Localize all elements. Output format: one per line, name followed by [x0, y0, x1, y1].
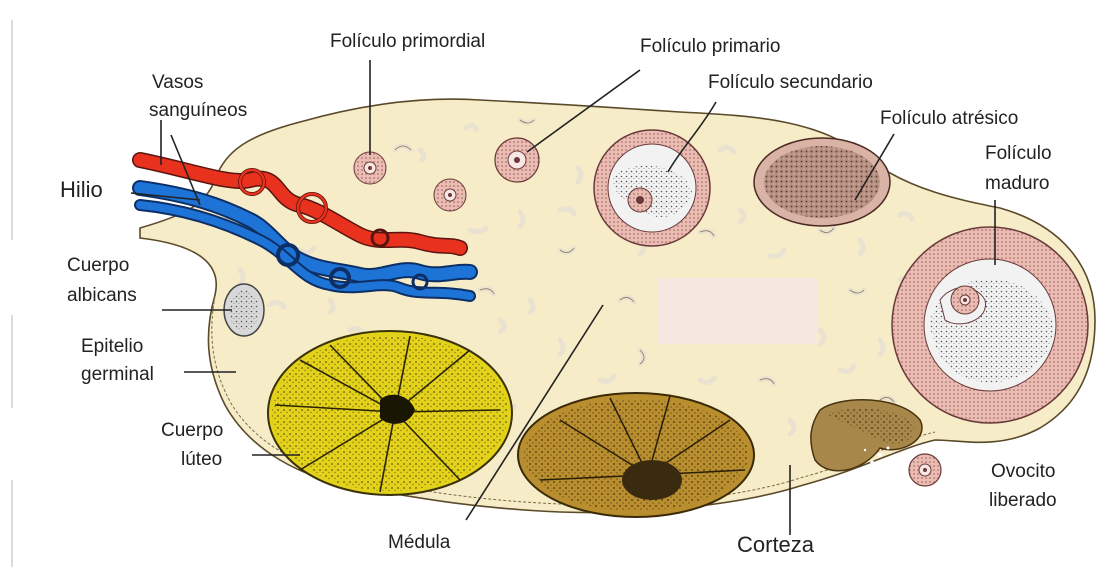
label-cuerpo-luteo-line1: Cuerpo	[161, 420, 223, 441]
ruptured-follicle	[811, 400, 922, 471]
label-medula: Médula	[388, 532, 451, 553]
label-epitelio-line2: germinal	[81, 364, 154, 385]
released-oocyte	[909, 454, 941, 486]
label-cuerpo-luteo-line2: lúteo	[181, 449, 222, 470]
corpus-luteum	[268, 331, 512, 495]
label-corteza: Corteza	[737, 532, 815, 557]
label-cuerpo-albicans-line1: Cuerpo	[67, 255, 129, 276]
label-vasos-line2: sanguíneos	[149, 100, 247, 121]
label-hilio: Hilio	[60, 177, 103, 202]
label-foliculo-secundario: Folículo secundario	[708, 72, 873, 93]
corpus-luteum-old	[518, 393, 754, 517]
mature-follicle	[892, 227, 1088, 423]
primary-follicle	[495, 138, 539, 182]
label-ovocito-line2: liberado	[989, 490, 1057, 511]
blank-label-box	[658, 278, 818, 344]
label-foliculo-maduro-line1: Folículo	[985, 143, 1052, 164]
atretic-follicle	[754, 138, 890, 226]
label-foliculo-primario: Folículo primario	[640, 36, 780, 57]
label-epitelio-line1: Epitelio	[81, 336, 143, 357]
label-ovocito-line1: Ovocito	[991, 461, 1055, 482]
primordial-follicle	[434, 179, 466, 211]
label-foliculo-atresico: Folículo atrésico	[880, 108, 1018, 129]
secondary-follicle	[594, 130, 710, 246]
label-cuerpo-albicans-line2: albicans	[67, 285, 137, 306]
label-foliculo-primordial: Folículo primordial	[330, 31, 485, 52]
primordial-follicle	[354, 152, 386, 184]
label-vasos-line1: Vasos	[152, 72, 203, 93]
label-foliculo-maduro-line2: maduro	[985, 173, 1049, 194]
